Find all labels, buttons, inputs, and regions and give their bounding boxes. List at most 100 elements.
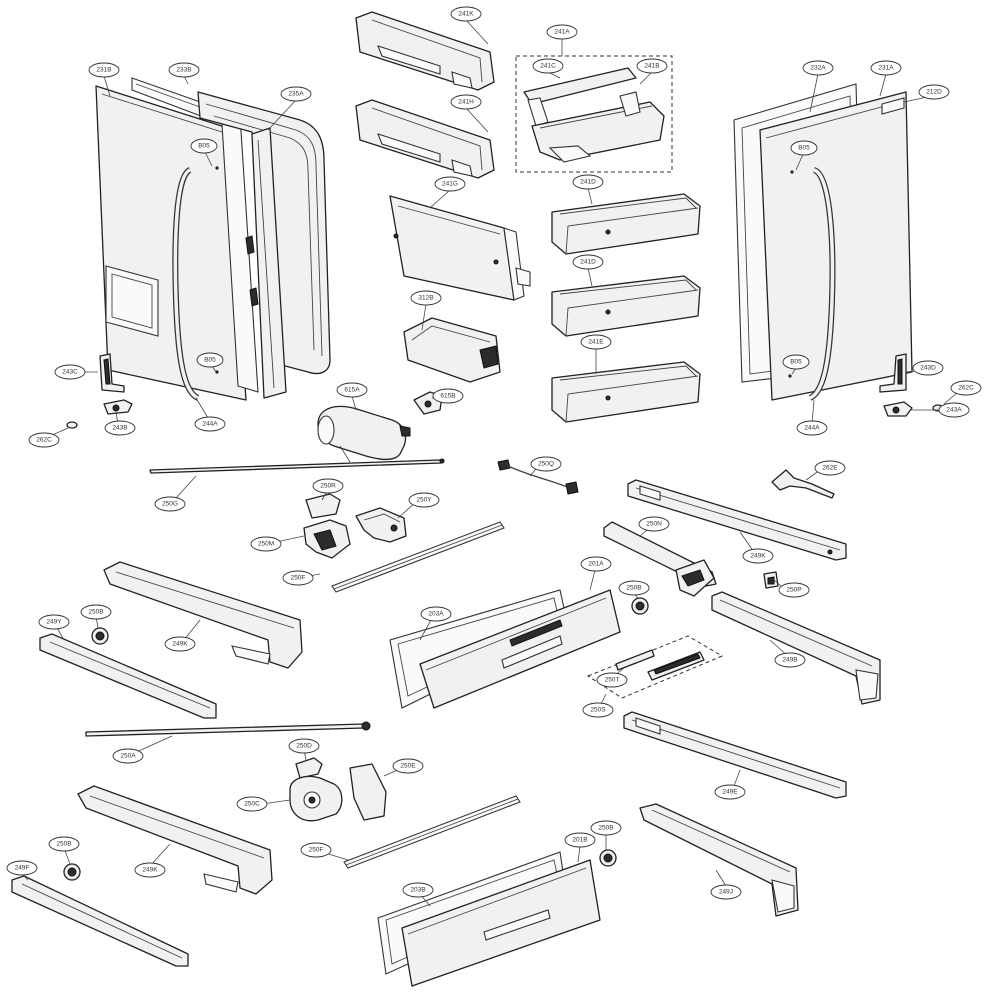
bracket-250n [603,521,717,597]
callout-250e: 250E [392,758,424,774]
callout-262c-right: 262C [950,380,982,396]
callout-250a: 250A [112,748,144,764]
svg-text:243C: 243C [62,369,78,376]
callout-249e: 249E [714,784,746,800]
svg-text:250B: 250B [88,609,103,616]
svg-text:201B: 201B [572,837,587,844]
door-shelf-241d-upper [551,193,701,255]
callout-241a: 241A [546,24,578,40]
svg-text:249F: 249F [15,865,30,872]
svg-text:250F: 250F [309,847,324,854]
svg-text:312B: 312B [418,295,433,302]
callout-250f-mid: 250F [282,570,314,586]
svg-text:235A: 235A [288,91,304,98]
svg-text:249K: 249K [142,867,158,874]
callout-250q: 250Q [530,456,562,472]
callout-b05-left-bottom: B05 [196,352,224,368]
callout-201a: 201A [580,556,612,572]
part-group-250s-outline [586,635,724,699]
svg-text:249K: 249K [172,641,188,648]
svg-text:241K: 241K [458,11,474,18]
callout-241k: 241K [450,6,482,22]
rod-250a [85,721,371,737]
callout-250b-2: 250B [80,604,112,620]
leader-lines [19,19,959,907]
cam-250y [355,507,407,543]
slide-rail-249k-right [627,479,847,561]
callout-233b: 233B [168,62,200,78]
callout-241d-upper: 241D [572,174,604,190]
callout-249k-right: 249K [742,548,774,564]
svg-text:249E: 249E [722,789,738,796]
gear-250b-3 [63,863,81,881]
callout-250m: 250M [250,536,282,552]
callout-243c: 243C [54,364,86,380]
callout-201b: 201B [564,832,596,848]
cover-250e [349,763,387,821]
callout-241c: 241C [532,58,564,74]
callout-235a: 235A [280,86,312,102]
callout-250b-4: 250B [48,836,80,852]
callout-241g: 241G [434,176,466,192]
svg-text:241E: 241E [588,339,604,346]
svg-text:250Q: 250Q [538,461,554,468]
left-hinge-bracket [99,353,125,393]
svg-text:B05: B05 [790,359,802,366]
svg-text:250S: 250S [590,707,606,714]
svg-text:203B: 203B [410,887,425,894]
right-door [759,91,913,401]
callout-b05-left-top: B05 [190,138,218,154]
left-washer [66,421,78,429]
svg-text:250R: 250R [320,483,336,490]
svg-text:250B: 250B [56,841,71,848]
door-shelf-241d-lower [551,275,701,337]
svg-text:250M: 250M [258,541,274,548]
svg-text:244A: 244A [804,425,820,432]
left-door [95,85,247,401]
callout-203b: 203B [402,882,434,898]
svg-text:250T: 250T [605,677,620,684]
rod-250f-low [343,795,521,869]
callout-249b: 249B [774,652,806,668]
svg-text:250Y: 250Y [416,497,432,504]
motor-250c [289,775,343,822]
callout-241b: 241B [636,58,668,74]
svg-text:615B: 615B [440,393,455,400]
callout-203a: 203A [420,606,452,622]
door-bin-241h [355,99,495,179]
callout-249y: 249Y [38,614,70,630]
svg-text:250B: 250B [598,825,613,832]
svg-text:212D: 212D [926,89,942,96]
slide-rail-249k-left [103,561,303,669]
svg-text:201A: 201A [588,561,604,568]
slide-rail-249e [623,711,847,799]
svg-text:243B: 243B [112,425,127,432]
slide-rail-249k-lower [77,785,273,895]
clip-250p [763,571,779,589]
svg-text:243A: 243A [946,407,962,414]
svg-text:231A: 231A [878,65,894,72]
callout-615a: 615A [336,382,368,398]
svg-text:250P: 250P [786,587,801,594]
drawer-front-201b [401,859,601,987]
tool-262e [771,469,835,499]
callout-250r: 250R [312,478,344,494]
svg-text:232A: 232A [810,65,826,72]
svg-text:241H: 241H [458,99,474,106]
svg-text:262E: 262E [822,465,838,472]
callout-249k-left: 249K [164,636,196,652]
svg-text:250G: 250G [162,501,178,508]
callout-615b: 615B [432,388,464,404]
right-hinge-cam [883,401,913,417]
callout-250f-low: 250F [300,842,332,858]
door-shelf-241e [551,361,701,423]
gear-250b-4 [599,849,617,867]
bin-shelf-241c [523,67,637,127]
svg-text:249B: 249B [782,657,797,664]
svg-text:241C: 241C [540,63,556,70]
svg-text:233B: 233B [176,67,191,74]
svg-text:262C: 262C [958,385,974,392]
callout-250t: 250T [596,672,628,688]
callout-244a-right: 244A [796,420,828,436]
